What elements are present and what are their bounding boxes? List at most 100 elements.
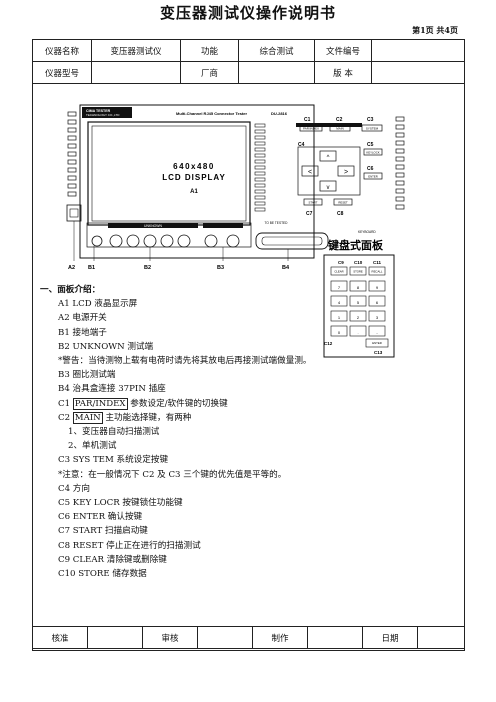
lcd-resolution: 640x480 — [173, 162, 215, 171]
system-key-label: SYSTEM — [366, 127, 379, 131]
label-instrument-name: 仪器名称 — [32, 39, 92, 62]
value-function: 综合测试 — [238, 39, 315, 62]
section-heading: 一、面板介绍： — [40, 285, 101, 295]
store-key-label: STORE — [353, 270, 363, 274]
brand-name: CIMA TESTER — [86, 109, 111, 113]
item-c1: C1 PAR/INDEX 参数设定/软件键的切换键 — [40, 397, 312, 411]
digit-key-3[interactable] — [368, 310, 386, 322]
digit-key-2[interactable] — [349, 310, 367, 322]
clear-key[interactable] — [330, 266, 348, 276]
arrow-right-icon: > — [344, 169, 348, 176]
direction-pad — [297, 146, 361, 196]
start-key[interactable] — [303, 198, 323, 206]
callout-c10: C10 — [354, 260, 363, 265]
minus-key[interactable] — [368, 325, 386, 337]
digit-key-8[interactable] — [349, 280, 367, 292]
approval-table: 核准 审核 制作 日期 — [32, 626, 465, 649]
item-c2-option-2: 2、单机测试 — [68, 441, 117, 452]
unknown-terminal-4[interactable] — [160, 234, 174, 248]
unknown-terminal-2[interactable] — [126, 234, 140, 248]
digit-key-6-label: 6 — [376, 300, 379, 305]
digit-key-4[interactable] — [330, 295, 348, 307]
digit-key-7[interactable] — [330, 280, 348, 292]
lcd-tag: A1 — [190, 189, 198, 195]
value-version — [371, 61, 465, 84]
item-c7: C7 START 扫描启动键 — [58, 526, 148, 537]
item-a1: A1 LCD 液晶显示屏 — [58, 299, 138, 310]
item-c6: C6 ENTER 确认按键 — [58, 512, 143, 523]
arrow-left-key[interactable] — [301, 165, 319, 177]
ground-terminal[interactable] — [91, 235, 103, 247]
unknown-terminal-5[interactable] — [177, 234, 191, 248]
label-function: 功能 — [180, 39, 239, 62]
turns-label-bar — [203, 223, 243, 228]
label-date: 日期 — [362, 626, 418, 649]
panel-body — [79, 104, 315, 259]
power-switch[interactable] — [66, 204, 82, 222]
main-key[interactable] — [329, 124, 351, 132]
start-key-label: START — [309, 201, 318, 205]
dot-key[interactable] — [349, 325, 367, 337]
keypad-panel-label: 键盘式面板 — [327, 238, 384, 252]
brand-logo — [82, 107, 132, 118]
leader-lines — [73, 221, 289, 261]
approval-row: 核准 审核 制作 日期 — [32, 626, 465, 649]
info-table: 仪器名称 变压器测试仪 功能 综合测试 文件编号 仪器型号 厂商 版 本 — [32, 39, 465, 84]
item-b3: B3 圈比测试端 — [58, 370, 116, 381]
enter-key-label: ENTER — [368, 175, 377, 179]
recall-key-label: RECALL — [372, 270, 383, 274]
minus-key-label: - — [376, 330, 378, 335]
digit-key-1[interactable] — [330, 310, 348, 322]
arrow-up-icon: ^ — [327, 155, 330, 161]
note-text: *注意：在一般情况下 C2 及 C3 三个键的优先值是平等的。 — [58, 469, 287, 480]
digit-key-8-label: 8 — [357, 285, 360, 290]
callout-c4: C4 — [298, 142, 305, 148]
value-instrument-name: 变压器测试仪 — [91, 39, 181, 62]
label-prepare: 制作 — [252, 626, 308, 649]
digit-key-9[interactable] — [368, 280, 386, 292]
item-c1-desc: 参数设定/软件键的切换键 — [130, 398, 228, 409]
item-c8: C8 RESET 停止正在进行的扫描测试 — [58, 540, 201, 551]
keypad-enter-key[interactable] — [365, 338, 389, 348]
arrow-right-key[interactable] — [337, 165, 355, 177]
digit-key-9-label: 9 — [376, 285, 379, 290]
reset-key[interactable] — [333, 198, 353, 206]
fixture-37pin-socket[interactable] — [255, 232, 329, 250]
unknown-terminal-1[interactable] — [109, 234, 123, 248]
unknown-terminal-3[interactable] — [143, 234, 157, 248]
digit-key-5[interactable] — [349, 295, 367, 307]
value-date — [417, 626, 465, 649]
recall-key[interactable] — [368, 266, 386, 276]
enter-key[interactable] — [363, 172, 383, 180]
turns-terminal-1[interactable] — [204, 234, 218, 248]
item-b2: B2 UNKNOWN 测试端 — [58, 341, 154, 352]
arrow-down-key[interactable] — [319, 180, 337, 192]
numeric-keypad — [323, 254, 395, 358]
par-index-key-label: PAR/INDEX — [303, 127, 319, 131]
turns-terminal-2[interactable] — [226, 234, 240, 248]
par-index-key[interactable] — [299, 124, 323, 132]
digit-key-6[interactable] — [368, 295, 386, 307]
fixture-socket-inner — [261, 236, 323, 246]
left-vent — [67, 111, 77, 197]
callout-c5: C5 — [367, 142, 374, 148]
inner-vent — [254, 123, 266, 212]
keylock-key[interactable] — [363, 148, 383, 156]
main-key-label: MAIN — [336, 127, 344, 131]
item-c1-code: C1 — [58, 398, 71, 409]
store-key[interactable] — [349, 266, 367, 276]
digit-key-0[interactable] — [330, 325, 348, 337]
dot-key-label: . — [357, 330, 358, 335]
panel-description: 一、面板介绍： A1 LCD 液晶显示屏 A2 电源开关 B1 接地端子 B2 … — [40, 283, 312, 581]
fixture-title: TO BE TESTED — [265, 221, 289, 225]
system-key[interactable] — [361, 124, 383, 132]
arrow-up-key[interactable] — [319, 150, 337, 162]
page-number: 第1页 共4页 — [412, 25, 458, 35]
item-b4: B4 治具盒连接 37PIN 插座 — [58, 384, 166, 395]
digit-key-3-label: 3 — [376, 315, 379, 320]
lcd-display-label: LCD DISPLAY — [162, 173, 226, 182]
label-a2: A2 — [68, 265, 75, 271]
callout-c6: C6 — [367, 166, 374, 172]
callout-c11: C11 — [373, 260, 382, 265]
item-b1: B1 接地端子 — [58, 327, 107, 338]
